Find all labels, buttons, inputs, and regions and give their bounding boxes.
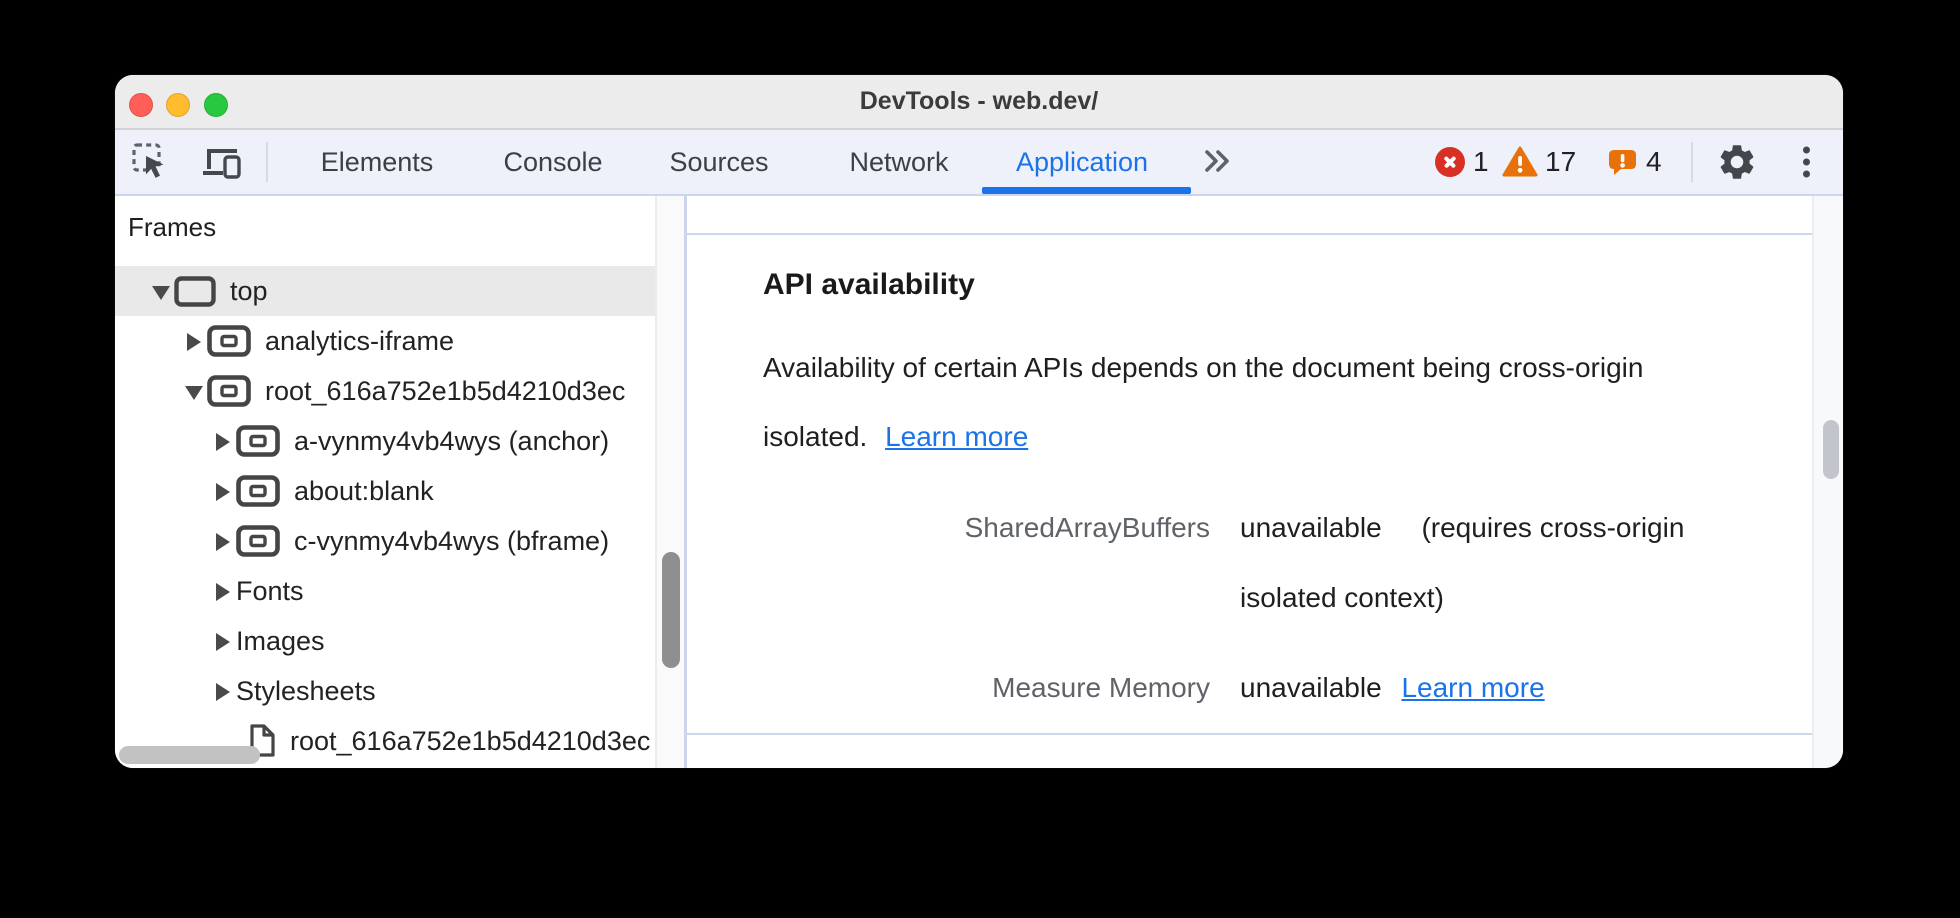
content-scrollbar-track	[1812, 196, 1843, 768]
warning-count[interactable]: 17	[1545, 146, 1577, 177]
tree-item-root-document[interactable]: root_616a752e1b5d4210d3ec	[115, 716, 655, 766]
tree-item-label: root_616a752e1b5d4210d3ec	[265, 375, 626, 406]
disclosure-triangle-icon[interactable]	[214, 633, 230, 651]
disclosure-triangle-icon[interactable]	[185, 333, 201, 351]
tab-console[interactable]: Console	[503, 147, 603, 177]
error-count[interactable]: 1	[1473, 146, 1489, 177]
sidebar-scrollbar-track	[655, 196, 684, 768]
tab-sources[interactable]: Sources	[669, 147, 769, 177]
disclosure-triangle-icon[interactable]	[214, 583, 230, 601]
description-line-2: isolated. Learn more	[763, 420, 1028, 454]
tree-item-top[interactable]: top	[115, 266, 655, 316]
disclosure-triangle-icon[interactable]	[152, 283, 170, 300]
tree-item-fonts[interactable]: Fonts	[115, 566, 655, 616]
availability-value: unavailable	[1240, 672, 1382, 703]
content-vertical-scrollbar[interactable]	[1823, 420, 1839, 479]
close-window-button[interactable]	[129, 93, 153, 117]
tree-item-analytics-iframe[interactable]: analytics-iframe	[115, 316, 655, 366]
iframe-icon	[236, 525, 280, 557]
frames-panel: Frames top analytics-iframe	[115, 196, 655, 768]
row-value-sharedarraybuffers: unavailable (requires cross-origin	[1240, 511, 1684, 545]
iframe-icon	[236, 475, 280, 507]
description-text: isolated.	[763, 421, 868, 452]
row-value-measure-memory: unavailable Learn more	[1240, 671, 1545, 705]
tree-item-label: c-vynmy4vb4wys (bframe)	[294, 525, 610, 556]
tree-item-label: Stylesheets	[236, 675, 376, 706]
frame-details-view: API availability Availability of certain…	[687, 196, 1812, 768]
description-line-1: Availability of certain APIs depends on …	[763, 352, 1644, 383]
tree-item-about-blank[interactable]: about:blank	[115, 466, 655, 516]
tab-network[interactable]: Network	[849, 147, 949, 177]
disclosure-triangle-icon[interactable]	[214, 433, 230, 451]
tree-item-label: top	[230, 275, 268, 306]
sidebar-horizontal-scrollbar[interactable]	[119, 746, 260, 764]
availability-note-line-2: isolated context)	[1240, 582, 1444, 613]
tree-item-anchor-frame[interactable]: a-vynmy4vb4wys (anchor)	[115, 416, 655, 466]
section-heading: API availability	[763, 268, 975, 301]
iframe-icon	[236, 425, 280, 457]
warning-count-icon[interactable]	[1501, 145, 1539, 179]
tree-item-root-frame[interactable]: root_616a752e1b5d4210d3ec	[115, 366, 655, 416]
tab-application[interactable]: Application	[1015, 147, 1149, 177]
settings-gear-icon[interactable]	[1716, 141, 1758, 183]
issue-count[interactable]: 4	[1646, 146, 1662, 177]
kebab-menu-icon[interactable]	[1803, 146, 1810, 178]
iframe-icon	[207, 325, 251, 357]
disclosure-triangle-icon[interactable]	[185, 383, 203, 400]
sidebar-vertical-scrollbar[interactable]	[662, 552, 680, 668]
more-tabs-icon[interactable]	[1201, 148, 1233, 176]
tree-item-bframe[interactable]: c-vynmy4vb4wys (bframe)	[115, 516, 655, 566]
tree-item-label: Fonts	[236, 575, 304, 606]
tree-item-label: Images	[236, 625, 325, 656]
issues-icon[interactable]	[1607, 147, 1638, 177]
tab-elements[interactable]: Elements	[320, 147, 434, 177]
minimize-window-button[interactable]	[166, 93, 190, 117]
availability-note: (requires cross-origin	[1421, 512, 1685, 543]
devtools-window: DevTools - web.dev/ Elements Console Sou…	[115, 75, 1843, 768]
row-label-measure-memory: Measure Memory	[992, 672, 1210, 703]
disclosure-triangle-icon[interactable]	[214, 533, 230, 551]
frames-section-header: Frames	[128, 212, 217, 242]
frame-icon	[174, 275, 216, 307]
inspect-element-icon[interactable]	[131, 142, 171, 182]
section-divider-top	[687, 233, 1812, 235]
toggle-device-toolbar-icon[interactable]	[200, 142, 244, 182]
disclosure-triangle-icon[interactable]	[214, 683, 230, 701]
tree-item-label: a-vynmy4vb4wys (anchor)	[294, 425, 610, 456]
devtools-toolbar: Elements Console Sources Network Applica…	[115, 130, 1843, 196]
tree-item-label: about:blank	[294, 475, 434, 506]
tree-item-stylesheets[interactable]: Stylesheets	[115, 666, 655, 716]
availability-value: unavailable	[1240, 512, 1382, 543]
toolbar-separator	[266, 142, 268, 182]
window-title: DevTools - web.dev/	[859, 87, 1099, 115]
tree-item-label: root_616a752e1b5d4210d3ec	[290, 725, 651, 756]
learn-more-link[interactable]: Learn more	[885, 421, 1029, 452]
tree-item-images[interactable]: Images	[115, 616, 655, 666]
zoom-window-button[interactable]	[204, 93, 228, 117]
panel-splitter[interactable]	[684, 196, 687, 768]
measure-memory-learn-more-link[interactable]: Learn more	[1401, 672, 1545, 703]
iframe-icon	[207, 375, 251, 407]
tree-item-label: analytics-iframe	[265, 325, 455, 356]
disclosure-triangle-icon[interactable]	[214, 483, 230, 501]
row-label-sharedarraybuffers: SharedArrayBuffers	[964, 512, 1210, 543]
active-tab-underline	[982, 187, 1191, 194]
titlebar: DevTools - web.dev/	[115, 75, 1843, 130]
section-divider-bottom	[687, 733, 1812, 735]
error-count-icon[interactable]	[1435, 147, 1465, 177]
toolbar-separator-2	[1691, 142, 1693, 182]
